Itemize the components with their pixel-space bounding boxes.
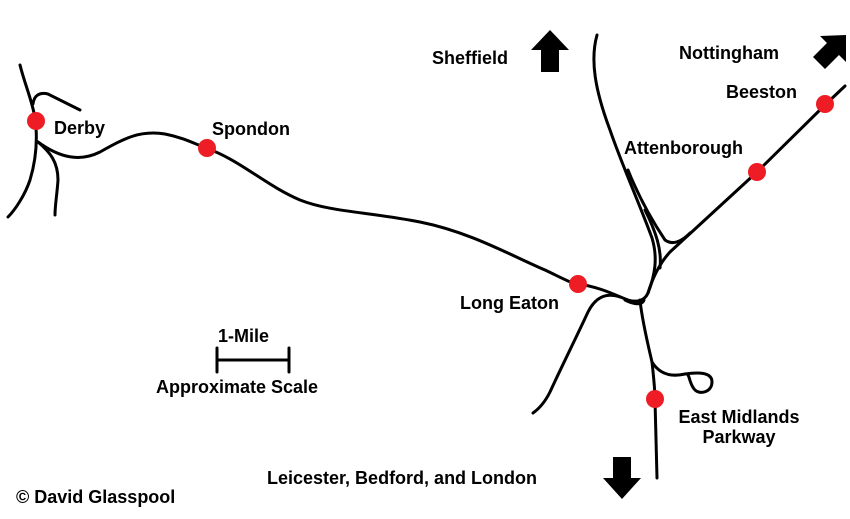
track-derby-branch-ne xyxy=(31,91,82,112)
arrow-northeast-icon xyxy=(813,35,846,69)
station-dot-attenborough[interactable] xyxy=(748,163,766,181)
copyright: © David Glasspool xyxy=(16,487,176,507)
station-label-derby: Derby xyxy=(54,118,106,138)
track-parkway-loop xyxy=(650,360,714,394)
station-dot-derby[interactable] xyxy=(27,112,45,130)
destination-sheffield: Sheffield xyxy=(432,48,509,68)
destination-south: Leicester, Bedford, and London xyxy=(267,468,538,488)
station-label-east-midlands-parkway: East Midlands Parkway xyxy=(678,407,800,447)
track-nottingham xyxy=(646,84,847,295)
station-dot-beeston[interactable] xyxy=(816,95,834,113)
station-label-spondon: Spondon xyxy=(212,119,290,139)
track-chord-inner xyxy=(643,208,662,270)
track-chord-east xyxy=(626,168,692,245)
track-south xyxy=(638,298,659,480)
arrow-up-icon xyxy=(531,30,569,72)
track-derby-north xyxy=(6,63,38,219)
scale-caption: Approximate Scale xyxy=(156,377,319,397)
station-dot-long-eaton[interactable] xyxy=(569,275,587,293)
track-long-eaton-south xyxy=(531,293,622,415)
scale-bar xyxy=(215,346,291,374)
station-label-long-eaton: Long Eaton xyxy=(460,293,559,313)
track-derby-branch-s xyxy=(36,140,60,217)
arrow-down-icon xyxy=(603,457,641,499)
scale-title: 1-Mile xyxy=(218,326,270,346)
station-label-attenborough: Attenborough xyxy=(624,138,743,158)
station-dot-spondon[interactable] xyxy=(198,139,216,157)
track-triangle xyxy=(623,298,646,306)
track-sheffield xyxy=(592,33,657,295)
track-main-west xyxy=(36,131,650,303)
destination-nottingham: Nottingham xyxy=(679,43,779,63)
station-dot-east-midlands-parkway[interactable] xyxy=(646,390,664,408)
station-label-beeston: Beeston xyxy=(726,82,798,102)
